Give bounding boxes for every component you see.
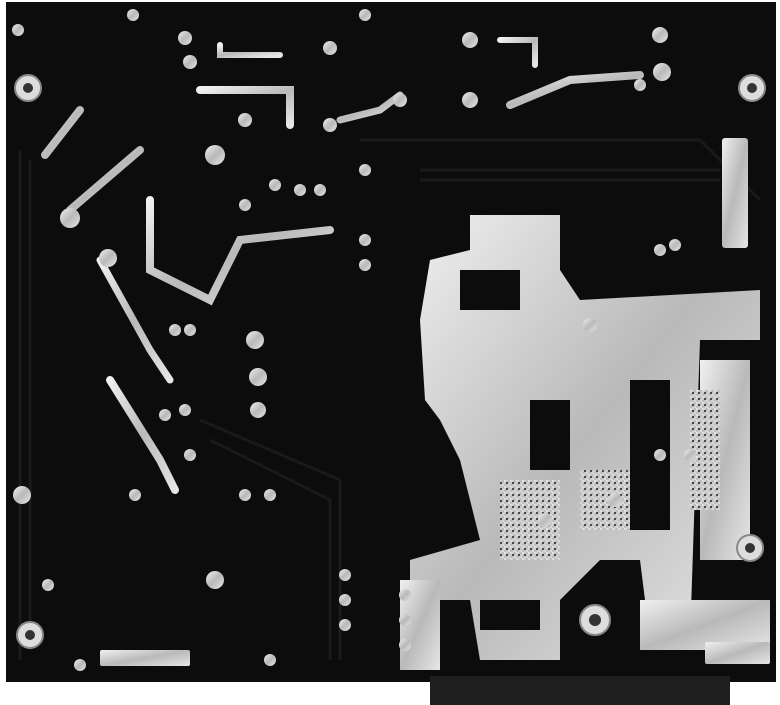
header-pins: [100, 138, 770, 666]
mounting-hole-centers: [23, 83, 757, 640]
dark-islands: [460, 270, 670, 630]
solder-pads: [12, 9, 696, 671]
silver-traces: [9, 21, 644, 614]
solder-planes: [400, 215, 770, 670]
connector-strip: [430, 676, 730, 705]
